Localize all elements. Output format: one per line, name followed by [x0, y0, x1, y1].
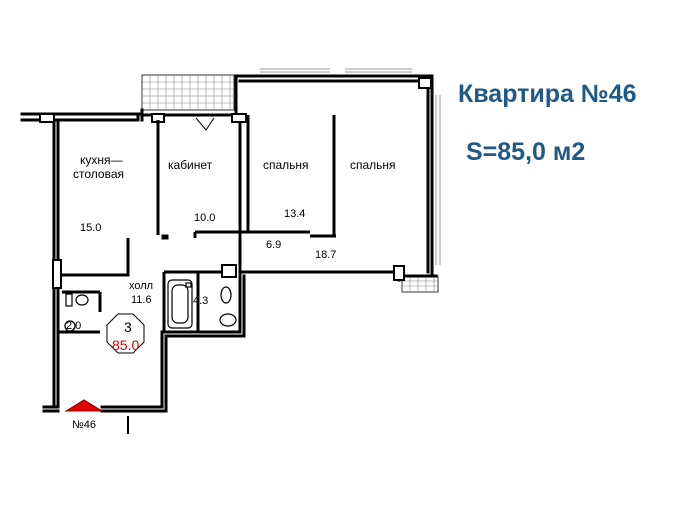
- room-bedroom1-label: спальня: [263, 158, 309, 172]
- room-bedroom2-area: 18.7: [315, 249, 337, 261]
- room-study-area: 10.0: [194, 212, 216, 224]
- room-study-label: кабинет: [168, 158, 213, 172]
- bathroom-area: 4.3: [193, 295, 209, 307]
- toilet-area: 2.0: [66, 320, 82, 332]
- partitions: [58, 115, 336, 334]
- room-kitchen-label-2: столовая: [73, 167, 124, 181]
- bathtub: [167, 279, 193, 329]
- room-bedroom2-label: спальня: [350, 158, 396, 172]
- corridor-area: 6.9: [266, 239, 282, 251]
- room-kitchen-area: 15.0: [80, 222, 102, 234]
- bathroom-fixtures: [64, 282, 237, 332]
- badge-area: 85.0: [112, 337, 140, 353]
- room-hall-area: 11.6: [131, 294, 152, 306]
- room-count: 3: [124, 319, 132, 335]
- total-area: S=85,0 м2: [466, 138, 586, 166]
- balcony-right: [401, 275, 439, 293]
- apartment-title: Квартира №46: [458, 80, 637, 108]
- summary-badge-octagon: [106, 313, 145, 354]
- entrance-apartment-number: №46: [72, 419, 97, 431]
- room-bedroom1-area: 13.4: [284, 208, 306, 220]
- window-right: [435, 95, 441, 265]
- balcony-top: [141, 74, 235, 111]
- room-hall-label: холл: [129, 280, 154, 292]
- room-kitchen-label-1: кухня—: [80, 153, 123, 167]
- outer-walls: [20, 74, 438, 413]
- entrance-arrow-icon: [64, 399, 104, 412]
- door-swings: [161, 117, 215, 240]
- window-top: [260, 68, 412, 73]
